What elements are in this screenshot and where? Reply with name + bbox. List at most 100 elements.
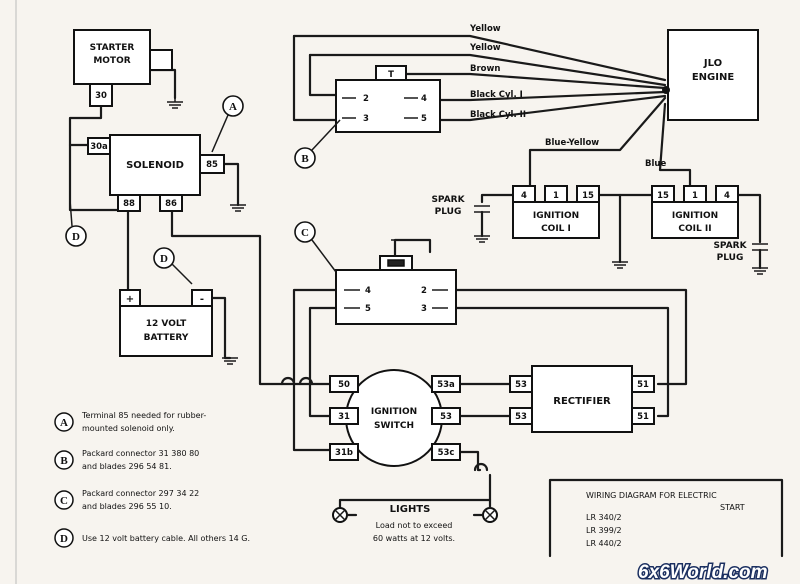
svg-text:4: 4 <box>365 286 371 296</box>
legend-item-b: B Packard connector 31 380 80 and blades… <box>54 449 199 471</box>
svg-text:B: B <box>301 153 309 165</box>
legend: A Terminal 85 needed for rubber- mounted… <box>54 411 250 548</box>
svg-text:5: 5 <box>365 304 371 314</box>
svg-text:mounted solenoid only.: mounted solenoid only. <box>82 424 175 433</box>
lights: LIGHTS Load not to exceed 60 watts at 12… <box>332 498 498 543</box>
legend-item-c: C Packard connector 297 34 22 and blades… <box>54 489 199 511</box>
svg-text:31: 31 <box>338 412 350 422</box>
spark-plug-left: SPARK PLUG <box>431 195 490 238</box>
svg-text:D: D <box>160 253 168 265</box>
connector-c: 4 5 2 3 <box>335 255 457 325</box>
wire-c-top <box>393 238 432 260</box>
callout-a <box>222 95 244 117</box>
svg-text:SPARK: SPARK <box>431 195 465 205</box>
model-3: LR 440/2 <box>586 539 622 548</box>
solenoid-terminal-86-label: 86 <box>165 199 177 209</box>
ignition-coil-1: 4 1 15 IGNITION COIL I <box>512 185 600 239</box>
wire-label-yellow-1: Yellow <box>469 24 501 34</box>
ignition-switch: IGNITION SWITCH 50 31 31b 53a 53 53c <box>329 369 461 467</box>
lights-note-1: Load not to exceed <box>376 521 453 530</box>
svg-text:51: 51 <box>637 412 649 422</box>
wire-yellow-2-top <box>308 53 667 87</box>
lights-note-2: 60 watts at 12 volts. <box>373 534 455 543</box>
ignition-switch-label-2: SWITCH <box>374 421 414 431</box>
ignition-coil-2-label-1: IGNITION <box>672 211 718 221</box>
lights-label: LIGHTS <box>390 504 431 515</box>
title-line-1: WIRING DIAGRAM FOR ELECTRIC <box>586 491 717 500</box>
solenoid: SOLENOID 30a 85 88 86 <box>87 134 225 212</box>
connector-c-body <box>335 269 457 325</box>
wire-c4 <box>292 288 338 452</box>
rectifier-label: RECTIFIER <box>553 396 611 407</box>
wire-label-yellow-2: Yellow <box>469 43 501 53</box>
svg-text:SPARK: SPARK <box>713 241 747 251</box>
svg-text:C: C <box>301 227 309 239</box>
wire-blue <box>658 102 692 192</box>
svg-text:B: B <box>60 455 68 467</box>
svg-text:PLUG: PLUG <box>435 207 462 217</box>
legend-item-d: D Use 12 volt battery cable. All others … <box>54 528 250 548</box>
callout-d-1 <box>65 225 87 247</box>
ignition-coil-2: 15 1 4 IGNITION COIL II <box>651 185 739 239</box>
ignition-coil-2-body <box>651 201 739 239</box>
starter-motor-label-2: MOTOR <box>93 56 130 66</box>
model-1: LR 340/2 <box>586 513 622 522</box>
svg-text:4: 4 <box>521 191 527 201</box>
connector-b-pin-2: 2 <box>363 94 369 104</box>
wire-crossover-3 <box>298 376 314 386</box>
svg-text:A: A <box>60 417 68 429</box>
svg-text:50: 50 <box>338 380 350 390</box>
battery-label-2: BATTERY <box>144 333 189 343</box>
starter-terminal-30-label: 30 <box>95 91 107 101</box>
svg-text:C: C <box>60 495 68 507</box>
battery-terminal-neg <box>191 289 213 307</box>
svg-text:3: 3 <box>421 304 427 314</box>
connector-b-tab <box>375 65 407 81</box>
solenoid-terminal-88-label: 88 <box>123 199 135 209</box>
battery: + - 12 VOLT BATTERY <box>119 289 213 357</box>
wire-yellow-2 <box>308 53 338 97</box>
ignition-switch-label-1: IGNITION <box>371 407 417 417</box>
svg-text:15: 15 <box>657 191 669 201</box>
title-line-2: START <box>720 503 745 512</box>
wire-plug-right <box>736 193 762 244</box>
solenoid-terminal-85 <box>199 154 225 174</box>
battery-body <box>119 305 213 357</box>
wire-yellow-1-top <box>292 34 667 82</box>
solenoid-terminal-86 <box>159 194 183 212</box>
wire-lights <box>338 473 492 512</box>
starter-terminal-30 <box>89 83 113 107</box>
starter-motor-body <box>73 29 151 85</box>
battery-label-1: 12 VOLT <box>146 319 187 329</box>
watermark-text: 6x6World.com <box>638 562 768 583</box>
jlo-engine-label-2: ENGINE <box>692 72 734 83</box>
callout-d-2 <box>153 247 175 269</box>
svg-text:D: D <box>72 231 80 243</box>
spark-plug-right: SPARK PLUG <box>713 241 768 270</box>
svg-text:4: 4 <box>724 191 730 201</box>
svg-text:53: 53 <box>515 412 527 422</box>
svg-text:15: 15 <box>582 191 594 201</box>
wire-blue-yellow <box>528 96 667 192</box>
callout-c <box>294 221 316 243</box>
connector-b-body <box>335 79 441 133</box>
connector-b-pin-5: 5 <box>421 114 427 124</box>
starter-motor: STARTER MOTOR 30 <box>73 29 173 107</box>
svg-text:Packard connector 31 380 80: Packard connector 31 380 80 <box>82 449 199 458</box>
wire-label-blue: Blue <box>645 159 666 169</box>
wire-black-2 <box>438 94 667 122</box>
svg-text:Packard connector 297 34 22: Packard connector 297 34 22 <box>82 489 199 498</box>
wire-yellow-1 <box>292 34 342 122</box>
wire-c5 <box>308 306 338 418</box>
solenoid-body <box>109 134 201 196</box>
model-2: LR 399/2 <box>586 526 622 535</box>
ignition-coil-1-label-2: COIL I <box>541 224 571 234</box>
wire-86 <box>170 194 332 386</box>
wire-label-blue-yellow: Blue-Yellow <box>545 138 599 148</box>
svg-text:Use 12 volt battery cable. Al: Use 12 volt battery cable. All others 14… <box>82 534 250 543</box>
svg-text:and blades 296 55 10.: and blades 296 55 10. <box>82 502 172 511</box>
svg-text:53a: 53a <box>437 380 455 390</box>
svg-text:31b: 31b <box>335 448 353 458</box>
title-block: WIRING DIAGRAM FOR ELECTRIC START LR 340… <box>548 478 784 558</box>
